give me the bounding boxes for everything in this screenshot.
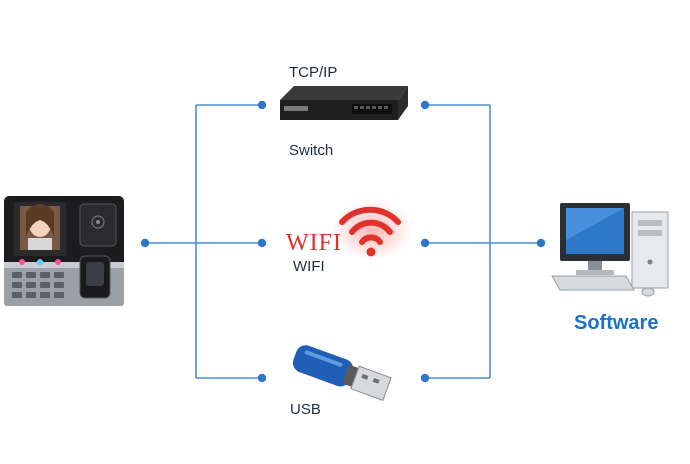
dot-usb-right bbox=[420, 373, 430, 383]
software-label: Software bbox=[574, 312, 659, 334]
connector-dots bbox=[140, 100, 546, 383]
dot-switch-left bbox=[257, 100, 267, 110]
attendance-terminal-icon bbox=[4, 196, 124, 306]
wifi-logo-icon bbox=[332, 200, 412, 260]
connector-lines bbox=[145, 104, 541, 379]
dot-wifi-right bbox=[420, 238, 430, 248]
computer-icon bbox=[551, 203, 669, 297]
switch-label: Switch bbox=[289, 142, 334, 159]
usb-label: USB bbox=[290, 401, 321, 418]
dot-pc bbox=[536, 238, 546, 248]
wifi-logo-text: WIFI bbox=[286, 230, 342, 256]
usb-connector-icon bbox=[292, 345, 392, 402]
dot-wifi-left bbox=[257, 238, 267, 248]
wifi-label: WIFI bbox=[293, 258, 325, 275]
tcpip-label: TCP/IP bbox=[289, 64, 338, 81]
dot-usb-left bbox=[257, 373, 267, 383]
dot-device bbox=[140, 238, 150, 248]
network-switch-icon bbox=[280, 86, 408, 120]
dot-switch-right bbox=[420, 100, 430, 110]
